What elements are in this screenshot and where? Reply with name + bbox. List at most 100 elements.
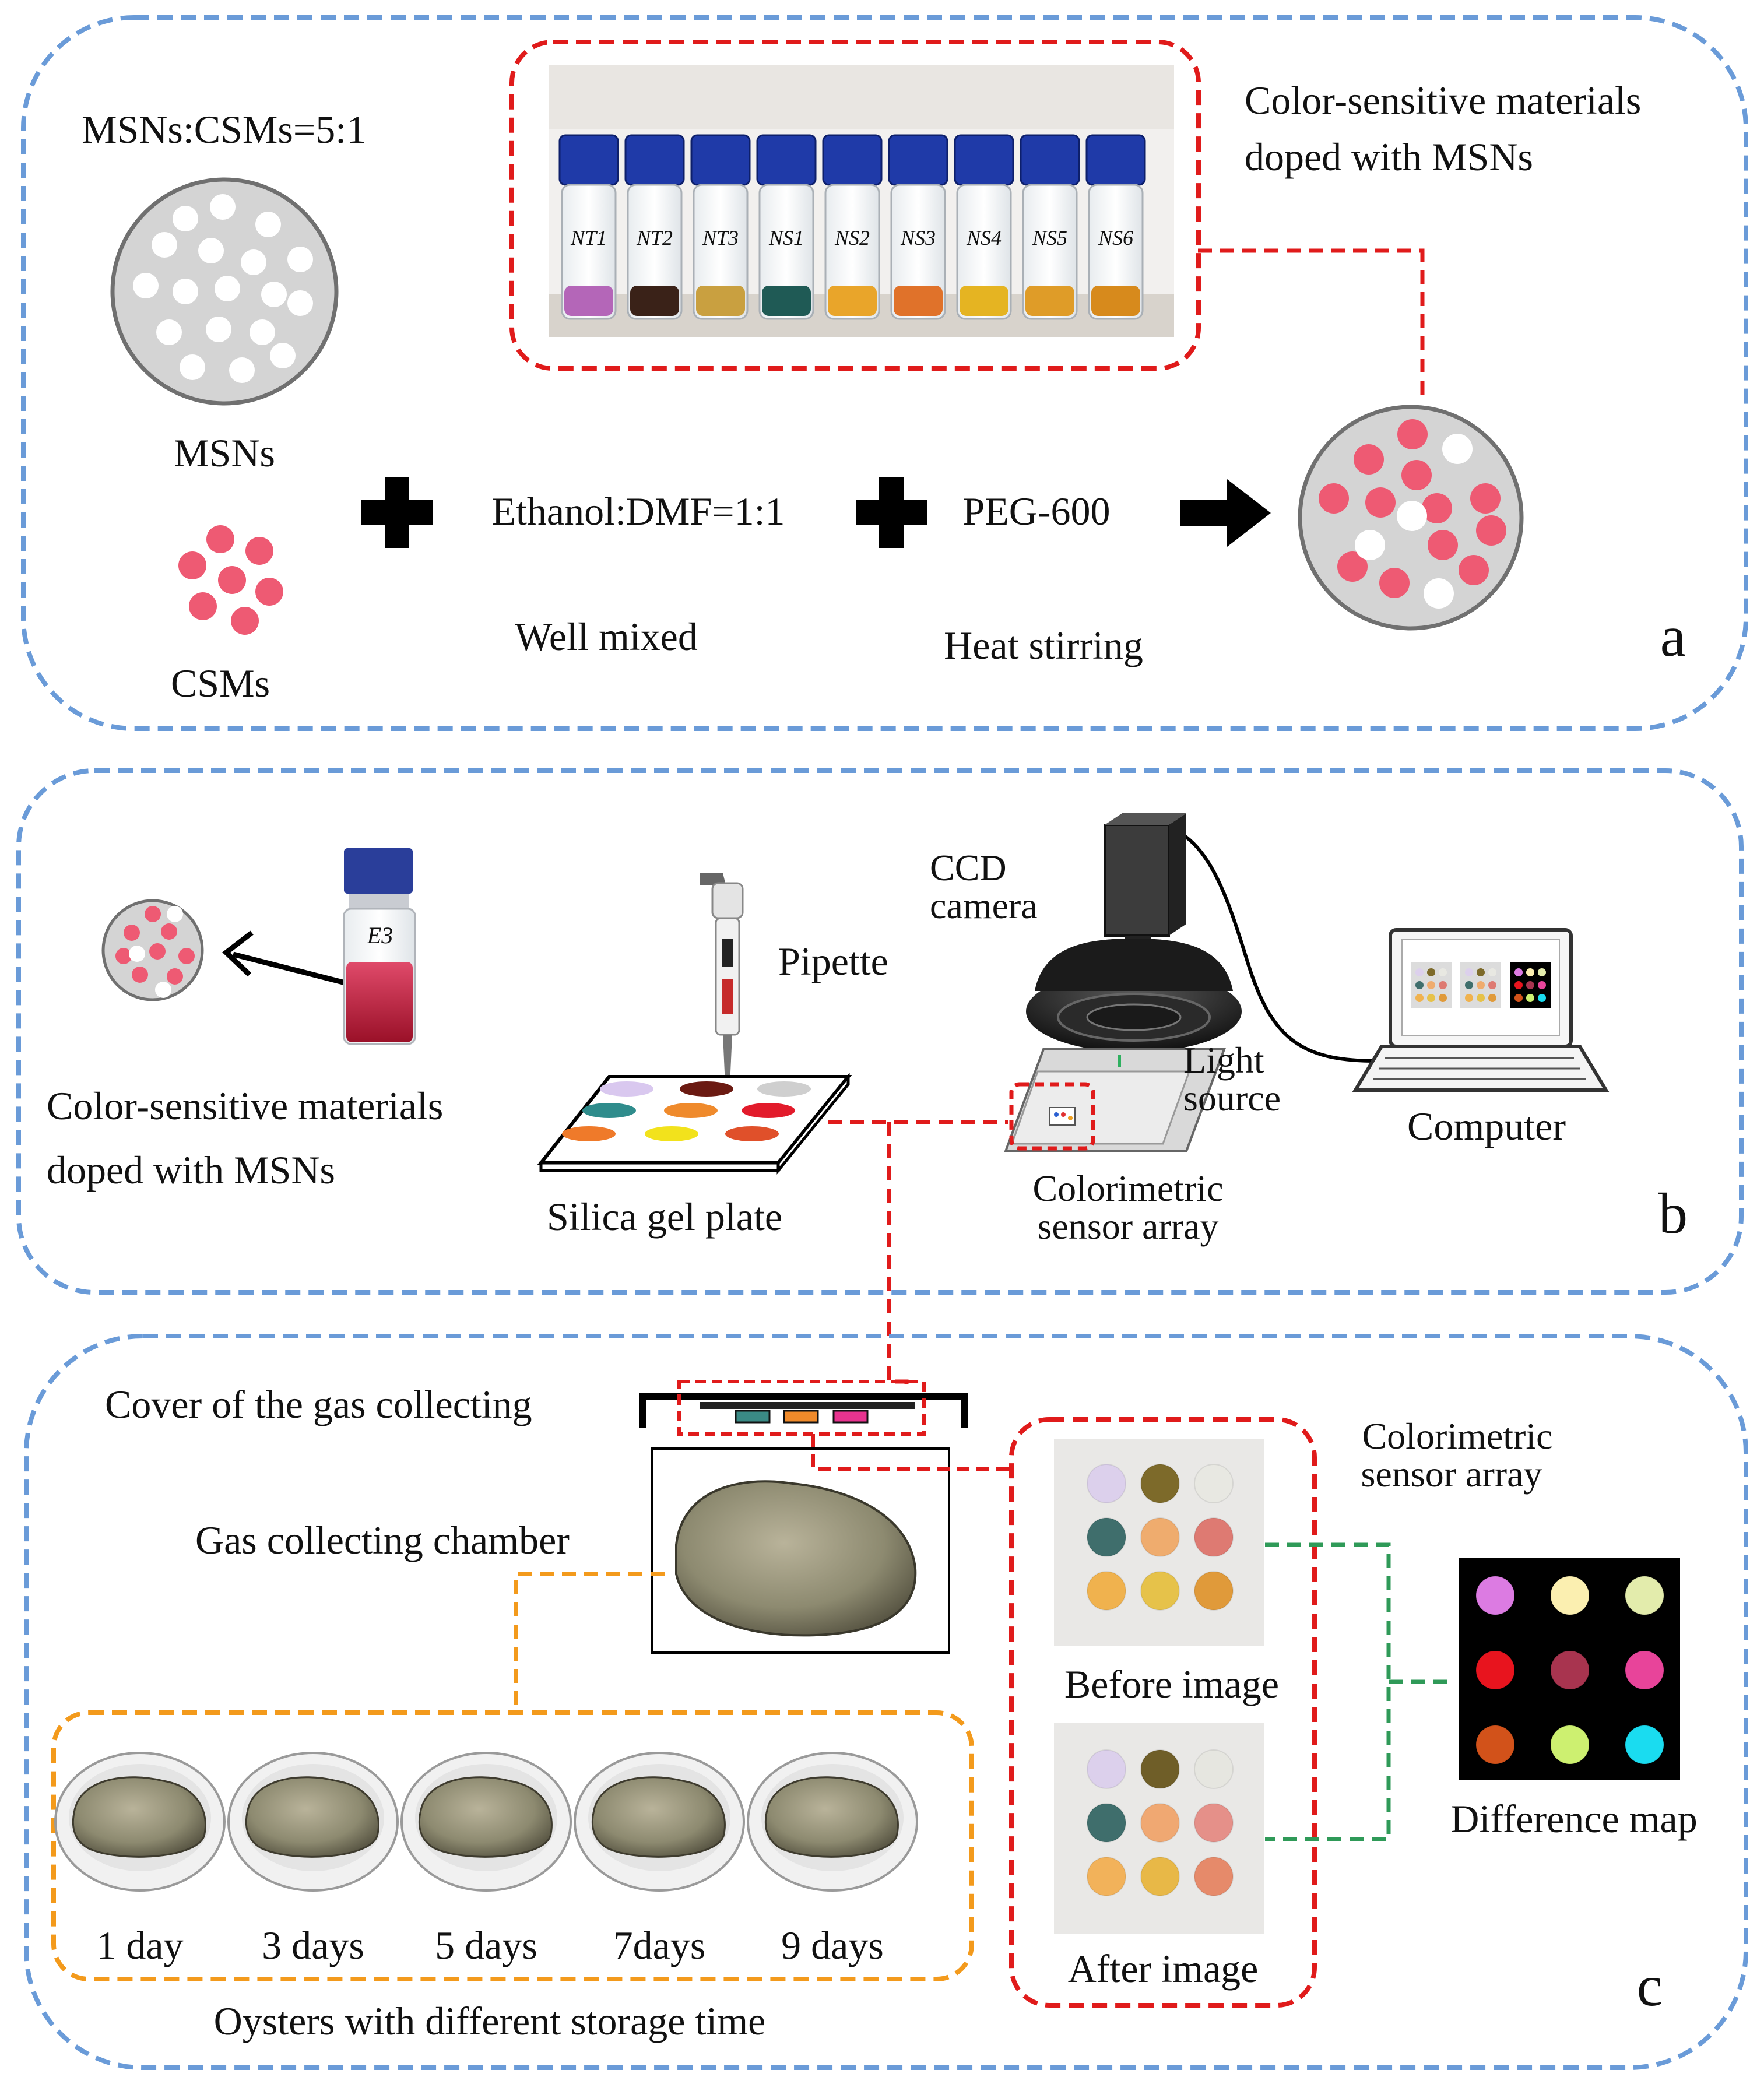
sensor-spot	[1550, 1725, 1590, 1765]
panel-c: Cover of the gas collecting Gas collecti…	[24, 1334, 1748, 2070]
sensor-spot	[1140, 1803, 1180, 1843]
doped-particle	[1298, 405, 1524, 631]
sensor-spot	[1625, 1650, 1664, 1690]
screen-dot	[1465, 968, 1473, 976]
vial-cap	[690, 134, 751, 186]
light-line1: Light	[1183, 1039, 1264, 1081]
vial-label: NS5	[1032, 226, 1067, 249]
vial-label: NS1	[768, 226, 804, 249]
sensor-spot	[1475, 1576, 1515, 1615]
screen-dot	[1488, 994, 1496, 1002]
sensor-spot	[1194, 1464, 1234, 1503]
sensor-spot	[1087, 1517, 1126, 1557]
light-source-dome	[1004, 939, 1242, 1152]
vial-cap	[888, 134, 948, 186]
vial-label: NS4	[966, 226, 1002, 249]
vial-label: NS6	[1098, 226, 1133, 249]
sensor-spot	[1087, 1749, 1126, 1789]
plus-icon-1	[361, 477, 433, 548]
sensor-spot	[1550, 1576, 1590, 1615]
sensor-spot	[1194, 1803, 1234, 1843]
screen-dots	[1415, 968, 1546, 1002]
vial: NS3	[888, 134, 948, 320]
vial-marking: E3	[367, 922, 393, 948]
panel-a-border	[21, 15, 1748, 731]
screen-dot	[1526, 981, 1534, 989]
sensor-spot	[1140, 1464, 1180, 1503]
oyster	[418, 1776, 553, 1858]
msns-particle	[110, 177, 339, 406]
vial-cap	[822, 134, 883, 186]
light-line2: source	[1183, 1077, 1281, 1119]
sensor-spot	[1475, 1650, 1515, 1690]
oyster-dish: 9 days	[747, 1752, 918, 1967]
panel-a-label: a	[1660, 604, 1686, 669]
chamber-label: Gas collecting chamber	[195, 1518, 570, 1562]
panel-b-border	[16, 768, 1744, 1295]
arrow-right-icon	[1180, 479, 1271, 547]
vial-cap	[624, 134, 685, 186]
sensor-array-highlight	[1009, 1082, 1095, 1151]
screen-dot	[1427, 994, 1435, 1002]
vial: NT1	[558, 134, 619, 320]
screen-dot	[1427, 981, 1435, 989]
silica-gel-plate	[537, 1072, 852, 1175]
vial-row: NT1 NT2 NT3 NS1 NS2 NS3 NS4 NS5 NS6	[558, 134, 1146, 320]
ratio-label: MSNs:CSMs=5:1	[82, 107, 366, 152]
vial-cap	[1085, 134, 1146, 186]
plate-spot	[582, 1103, 636, 1118]
vial-glass	[1022, 184, 1078, 320]
array-b-line2: sensor array	[1038, 1206, 1219, 1247]
screen-dot	[1477, 968, 1485, 976]
screen-dot	[1526, 968, 1534, 976]
vial-liquid	[1025, 286, 1074, 316]
screen-dot	[1477, 981, 1485, 989]
difference-link-lines	[1265, 1542, 1454, 1841]
oyster-dish: 7days	[574, 1752, 745, 1967]
screen-dot	[1415, 968, 1424, 976]
vial-glass	[693, 184, 749, 320]
screen-dot	[1415, 981, 1424, 989]
sensor-spot	[1140, 1571, 1180, 1611]
vial-cap	[954, 134, 1014, 186]
material-line1: Color-sensitive materials	[47, 1084, 443, 1128]
sensor-spot	[1140, 1517, 1180, 1557]
screen-dot	[1465, 981, 1473, 989]
vial-label: NS2	[834, 226, 870, 249]
vial-label: NT2	[636, 226, 673, 249]
vial-cap	[558, 134, 619, 186]
difference-spots	[1475, 1576, 1664, 1765]
screen-dot	[1514, 994, 1523, 1002]
plate-spot	[680, 1081, 733, 1097]
vial: NS4	[954, 134, 1014, 320]
vial-label: NT3	[702, 226, 739, 249]
panel-a: MSNs:CSMs=5:1 MSNs CSMs	[21, 15, 1748, 731]
array-b-line1: Colorimetric	[1032, 1168, 1223, 1209]
before-label: Before image	[1064, 1662, 1279, 1706]
oyster-dish: 3 days	[227, 1752, 399, 1967]
cover-link-line	[811, 1434, 1011, 1471]
sensor-spot	[1140, 1749, 1180, 1789]
panel-b-label: b	[1658, 1181, 1688, 1246]
computer-label: Computer	[1407, 1104, 1566, 1148]
computer-icon	[1352, 928, 1610, 1092]
vial: NS5	[1020, 134, 1080, 320]
array-c-line1: Colorimetric	[1362, 1415, 1552, 1457]
csms-label: CSMs	[171, 661, 270, 705]
screen-dot	[1488, 981, 1496, 989]
array-c-line2: sensor array	[1361, 1453, 1542, 1495]
oyster-storage-frame	[51, 1710, 974, 1981]
storage-time-label: 5 days	[435, 1923, 537, 1967]
sensor-spot	[1087, 1857, 1126, 1896]
oyster-link-line	[514, 1572, 665, 1711]
oyster-caption: Oysters with different storage time	[214, 1999, 766, 2043]
vial: NT3	[690, 134, 751, 320]
screen-dot	[1415, 994, 1424, 1002]
vial-liquid	[960, 286, 1008, 316]
gas-chamber-cover	[639, 1380, 968, 1436]
material-line2: doped with MSNs	[47, 1148, 335, 1192]
sensor-spot	[1194, 1857, 1234, 1896]
plus-icon-2	[856, 477, 927, 548]
csms-particles	[178, 525, 283, 635]
